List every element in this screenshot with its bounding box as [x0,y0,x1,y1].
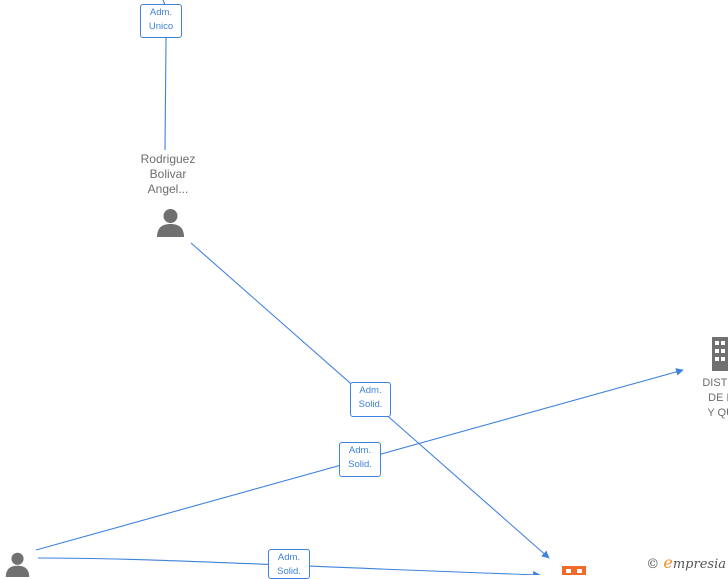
brand-watermark: © empresia [646,553,726,572]
node-label-rodriguez[interactable]: Rodriguez Bolivar Angel... [140,152,196,196]
edge-badge-adm-solid-distrib: Adm. Solid. [339,442,381,477]
brand-name: mpresia [672,557,726,572]
edge-badge-adm-solid-bottom: Adm. Solid. [268,549,310,579]
person-icon[interactable] [155,207,186,237]
copyright-symbol: © [646,557,660,572]
edge-badge-adm-solid-rodriguez: Adm. Solid. [350,382,391,417]
edge-badge-adm-unico: Adm. Unico [140,4,182,38]
brand-initial: e [663,553,673,572]
building-icon[interactable] [708,337,728,371]
edge-bottom-line [37,557,541,575]
person-icon[interactable] [3,551,32,577]
node-label-distrib[interactable]: DISTRIBU DE LAC Y QUES [702,377,728,419]
building-icon-highlighted[interactable] [562,566,586,575]
